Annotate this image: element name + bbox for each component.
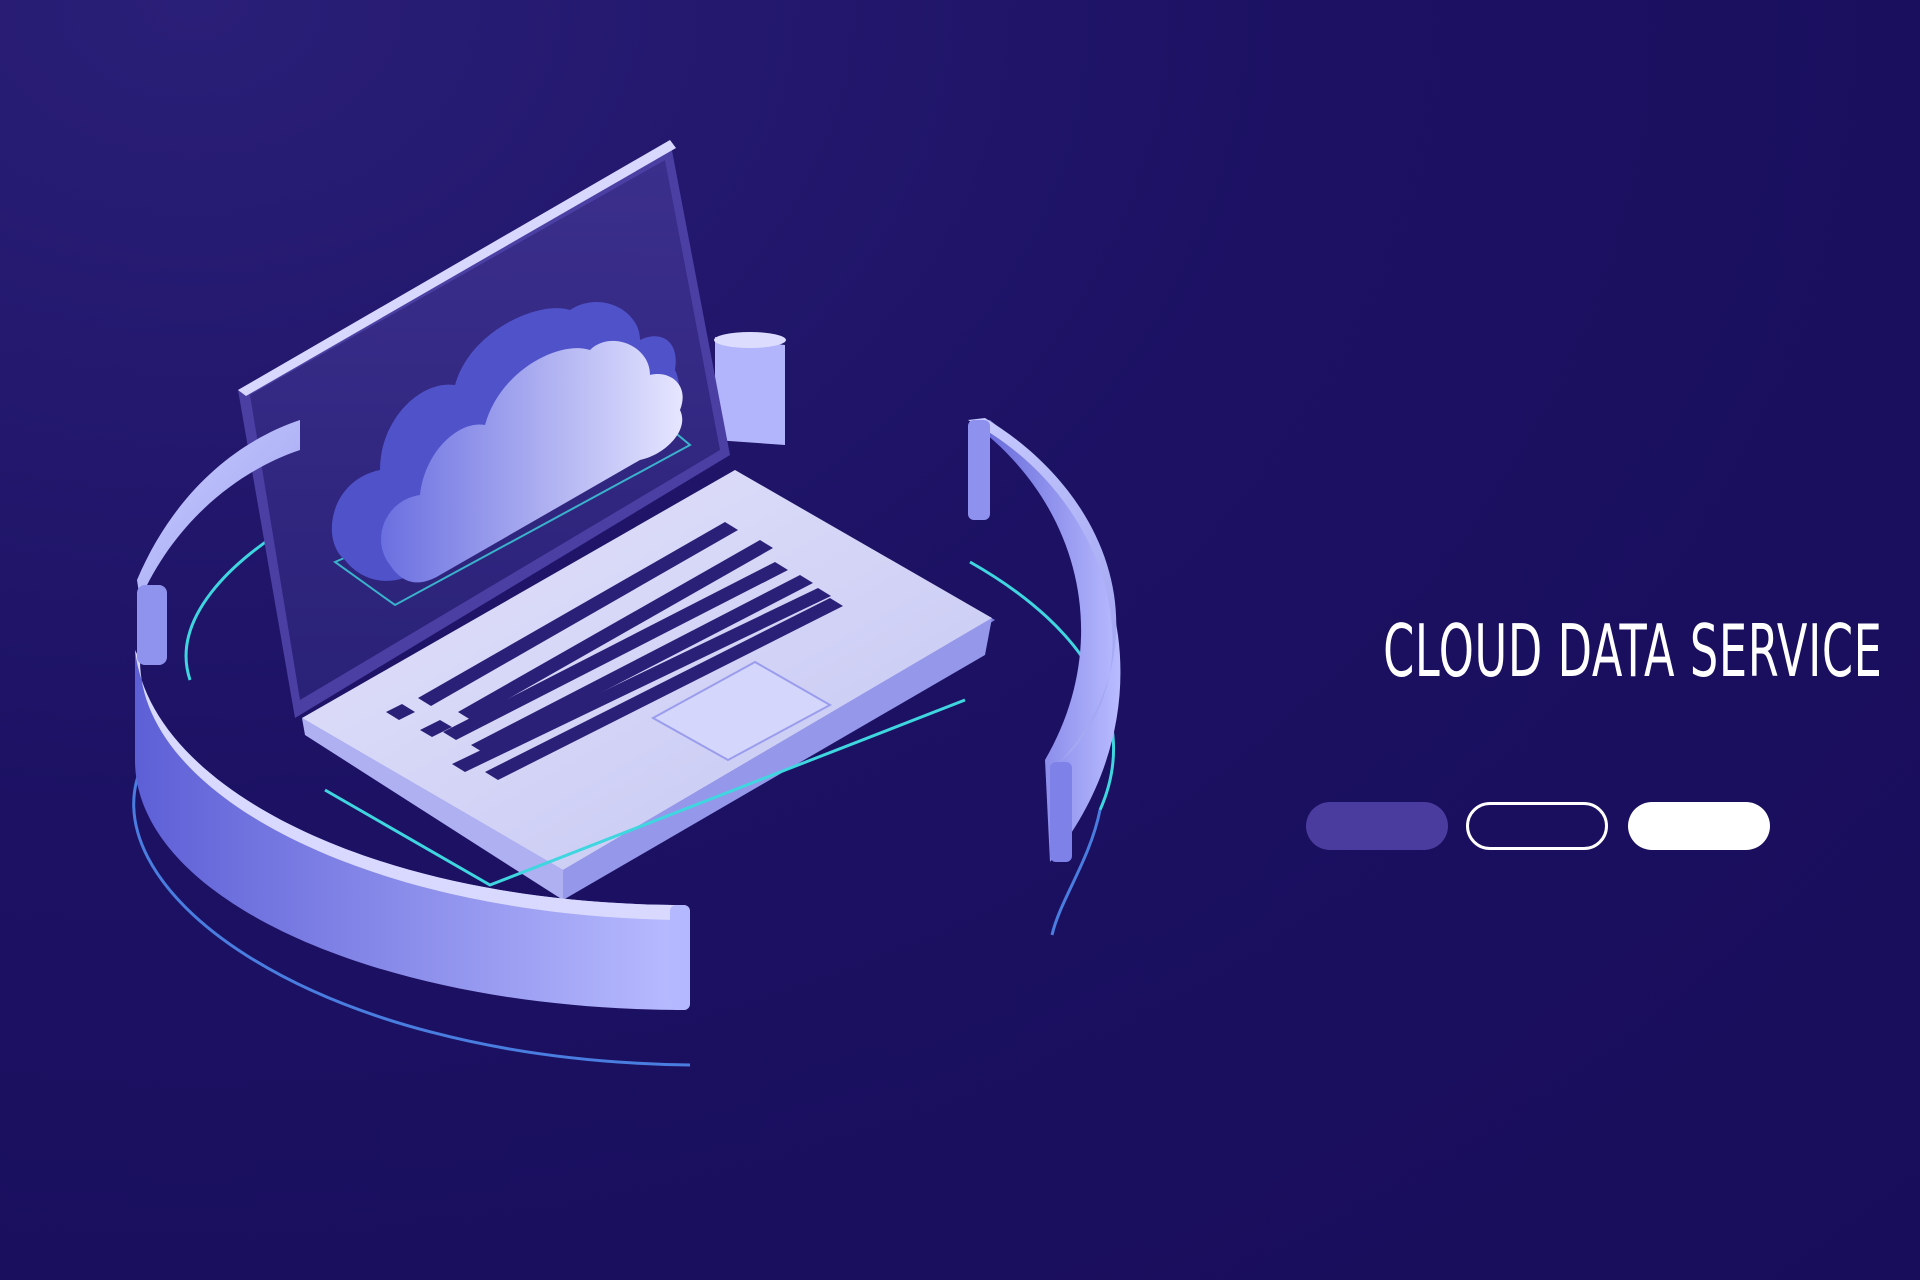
orbit-ring-icon [714, 332, 1121, 862]
cloud-icon [331, 301, 683, 583]
pager [1306, 802, 1770, 852]
headline: CLOUD DATA SERVICE [1383, 609, 1883, 693]
pager-pill-2[interactable] [1466, 802, 1608, 850]
pager-pill-3[interactable] [1628, 802, 1770, 850]
pager-pill-1[interactable] [1306, 802, 1448, 850]
orbit-ring-front-icon [135, 420, 690, 1010]
laptop-icon [238, 140, 995, 900]
